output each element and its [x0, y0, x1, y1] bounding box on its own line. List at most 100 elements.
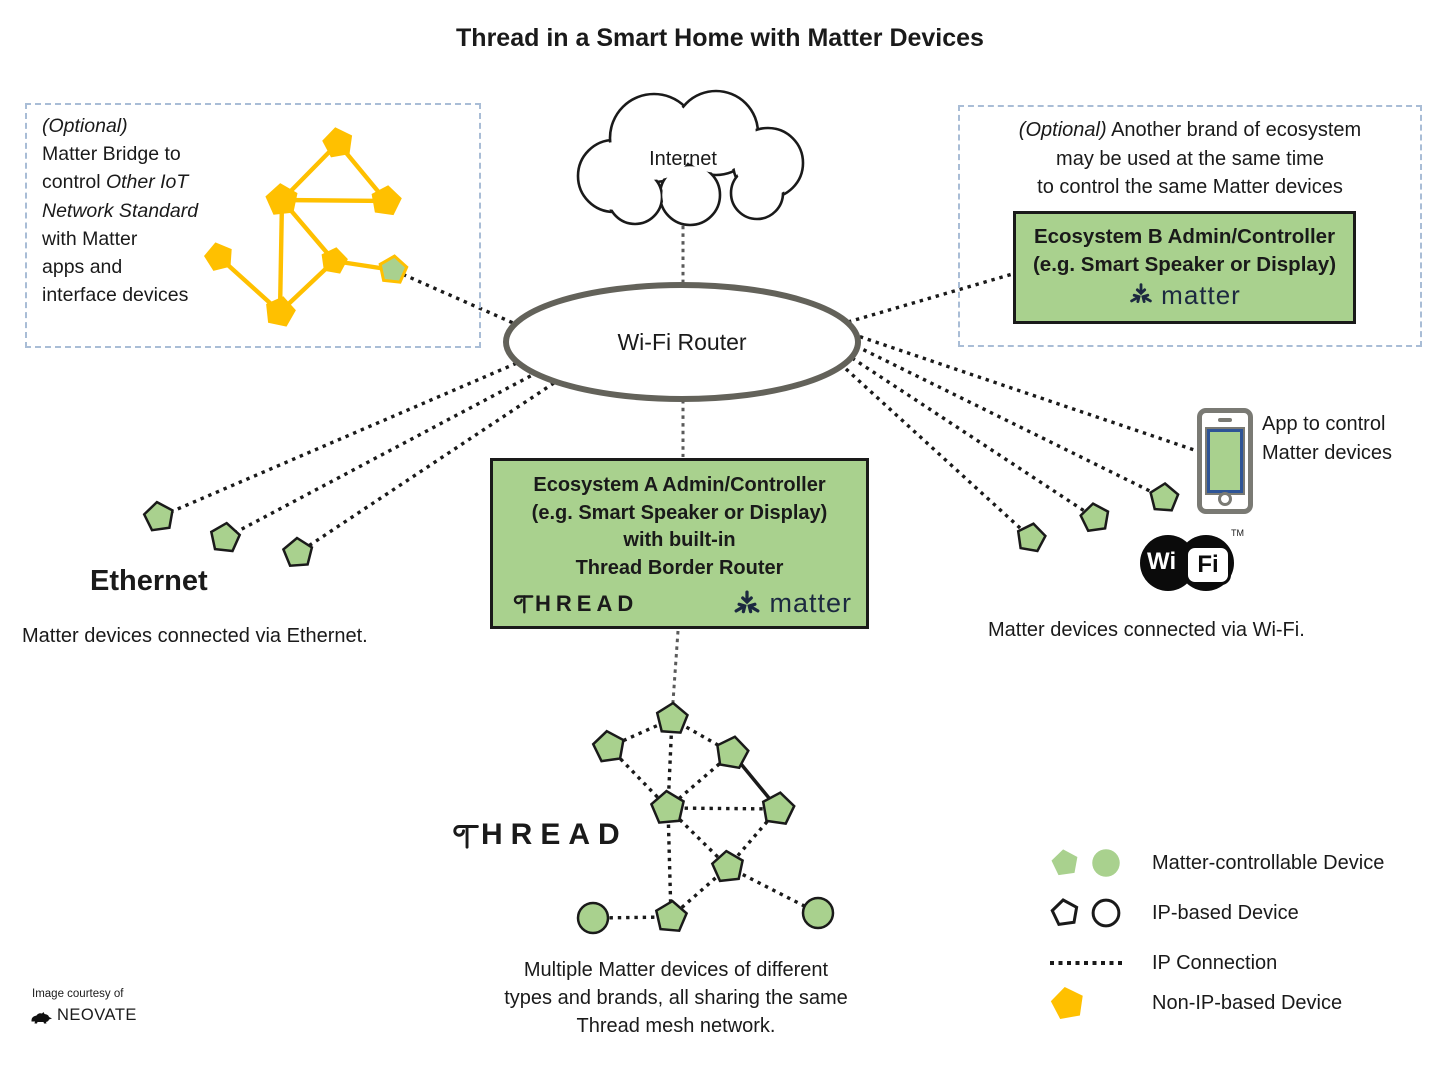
device-node	[591, 729, 625, 763]
ecosystem-b-note-line: to control the same Matter devices	[1037, 176, 1343, 198]
device-node	[371, 185, 402, 216]
device-node	[1079, 502, 1110, 533]
wifi-logo-fi: Fi	[1185, 545, 1231, 585]
thread-mesh-network-connection	[667, 806, 779, 811]
legend-icons	[1050, 961, 1150, 965]
wifi-router-ellipse	[503, 282, 861, 402]
thread-mesh-network-connection	[666, 718, 674, 809]
other-iot-bridge-network-connection	[277, 199, 285, 313]
device-node	[322, 127, 353, 158]
device-node	[801, 896, 835, 930]
device-networks	[142, 127, 1180, 935]
device-node	[1149, 481, 1180, 512]
bridge-note-line: Network Standard	[42, 199, 199, 222]
thread-logo: HREAD	[509, 590, 638, 618]
thread-mesh-caption: Multiple Matter devices of different typ…	[504, 959, 848, 1037]
bridge-note-line: (Optional)	[42, 115, 128, 137]
ecosystem-a-box-line: with built-in	[623, 529, 736, 551]
device-node	[716, 735, 750, 770]
legend-label: IP Connection	[1152, 951, 1278, 974]
thread-mesh-network-connection	[666, 807, 673, 918]
device-node	[378, 254, 409, 284]
ip-device-pentagon-icon	[1050, 898, 1079, 927]
ecosystem-b-box-line: (e.g. Smart Speaker or Display)	[1032, 253, 1337, 276]
ip-connection-line	[297, 381, 555, 555]
thread-wordmark: HREAD	[535, 591, 639, 617]
ip-connection-line-icon	[1050, 961, 1124, 965]
thread-mesh-network-connection	[666, 751, 734, 810]
bear-logo-icon	[31, 1011, 52, 1023]
phone-speaker	[1218, 418, 1232, 422]
device-node	[266, 296, 296, 327]
matter-logo: matter	[732, 589, 852, 619]
other-iot-bridge-network-connection	[281, 197, 387, 204]
ip-connection-lines	[158, 218, 1213, 717]
wifi-logo-wi: Wi	[1147, 548, 1177, 575]
thread-wordmark: HREAD	[481, 818, 628, 851]
ecosystem-b-controller-box: Ecosystem B Admin/Controller (e.g. Smart…	[1013, 211, 1356, 324]
device-node	[576, 901, 610, 935]
app-control-note: App to control Matter devices	[1262, 413, 1393, 464]
thread-mesh-network-connection	[727, 865, 819, 915]
bridge-note-line: interface devices	[42, 284, 189, 307]
thread-logo: HREAD	[447, 818, 628, 852]
credit-brand: NEOVATE	[30, 1006, 137, 1025]
legend-label: Non-IP-based Device	[1152, 991, 1343, 1014]
bridge-note-line: control Other IoT	[42, 171, 189, 194]
non-ip-device-pentagon-icon	[1050, 986, 1083, 1020]
ip-connection-line	[224, 370, 539, 540]
ethernet-caption: Matter devices connected via Ethernet.	[22, 625, 368, 647]
ip-connection-line	[392, 268, 521, 328]
credit-brand-name: NEOVATE	[57, 1006, 137, 1024]
legend-label: Matter-controllable Device	[1152, 851, 1385, 874]
ip-connection-line	[851, 356, 1096, 520]
ethernet-heading: Ethernet	[90, 565, 208, 597]
matter-icon	[735, 590, 760, 614]
device-node	[654, 899, 689, 933]
matter-wordmark: matter	[769, 588, 852, 619]
thread-mesh-network-connection	[666, 806, 730, 869]
ecosystem-b-note: (Optional) Another brand of ecosystem ma…	[958, 116, 1422, 202]
device-node	[209, 521, 242, 553]
internet-cloud-icon	[576, 89, 805, 227]
wifi-logo: Wi Fi TM	[1140, 528, 1244, 595]
device-node	[281, 536, 314, 568]
matter-wordmark: matter	[1161, 280, 1241, 310]
ecosystem-a-controller-box: Ecosystem A Admin/Controller (e.g. Smart…	[490, 458, 869, 629]
internet-label: Internet	[649, 148, 717, 170]
thread-mesh-network	[576, 701, 835, 935]
legend-row-matter-device: Matter-controllable Device	[1050, 846, 1384, 880]
phone-home-button	[1218, 492, 1232, 506]
ip-device-circle-icon	[1091, 898, 1121, 928]
wifi-devices	[1016, 481, 1180, 553]
thread-mesh-network-connection	[607, 745, 670, 810]
wifi-trademark: TM	[1231, 528, 1244, 538]
legend-icons	[1050, 898, 1150, 928]
ip-connection-line	[847, 264, 1041, 324]
device-node	[710, 849, 745, 883]
ecosystem-a-box-line: (e.g. Smart Speaker or Display)	[531, 501, 828, 524]
matter-logo: matter	[1128, 281, 1241, 309]
ethernet-devices	[142, 500, 314, 568]
bridge-note-line: with Matter	[42, 227, 138, 250]
wifi-router-label: Wi-Fi Router	[617, 329, 747, 355]
smartphone-icon	[1197, 408, 1253, 514]
device-node	[204, 242, 232, 271]
legend-row-ip-device: IP-based Device	[1050, 896, 1299, 930]
matter-bridge-optional-box	[25, 103, 481, 348]
ecosystem-a-box-line: Ecosystem A Admin/Controller	[533, 474, 826, 496]
matter-icon	[1130, 283, 1152, 304]
legend-row-non-ip-device: Non-IP-based Device	[1050, 986, 1342, 1020]
ecosystem-b-note-line: (Optional) Another brand of ecosystem	[1018, 119, 1362, 141]
legend-icons	[1050, 986, 1150, 1020]
device-node	[265, 183, 298, 215]
ecosystem-a-logo-row: HREAD matter	[509, 589, 852, 619]
matter-device-circle-icon	[1092, 849, 1120, 877]
legend-row-ip-connection: IP Connection	[1050, 946, 1277, 980]
bridge-note-line: Matter Bridge to	[42, 143, 181, 166]
bridge-note-line: apps and	[42, 256, 123, 279]
phone-screen	[1207, 429, 1243, 493]
wifi-caption: Matter devices connected via Wi-Fi.	[988, 619, 1305, 641]
